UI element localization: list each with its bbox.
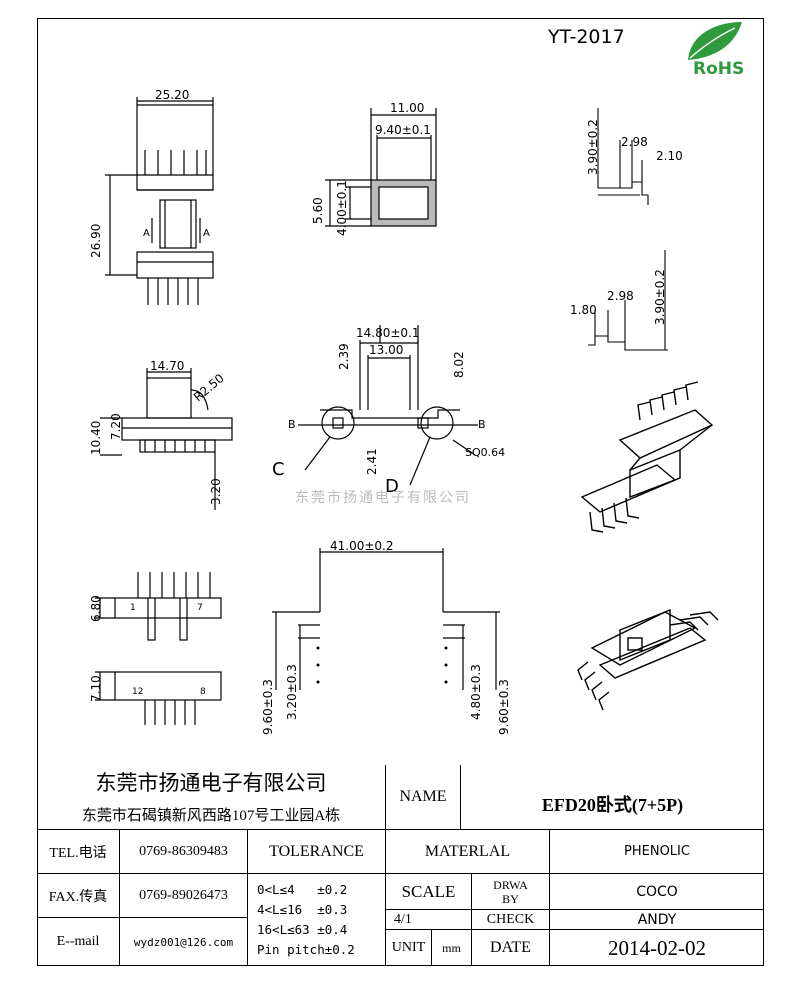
- title-block: 东莞市扬通电子有限公司 东莞市石碣镇新风西路107号工业园A栋 NAME EFD…: [37, 765, 764, 966]
- isometric-view-2: [577, 608, 719, 711]
- tolerance-row-1: 0<L≤4 ±0.2: [257, 882, 348, 897]
- dim-pcb-r2: 9.60±0.3: [497, 679, 511, 735]
- dim-mid-sq: SQ0.64: [465, 446, 505, 459]
- material-label: MATERLAL: [385, 829, 549, 873]
- label-b-left: B: [288, 418, 296, 431]
- email-value: wydz001@126.com: [119, 917, 247, 966]
- side-detail-1: [597, 108, 649, 205]
- pcb-holes: [316, 646, 448, 684]
- dim-pcb-l1: 9.60±0.3: [261, 679, 275, 735]
- dim-front-h1: 10.40: [89, 421, 103, 455]
- drawing-frame: [37, 18, 764, 966]
- check-value: ANDY: [549, 909, 764, 929]
- pin-1: 1: [130, 603, 136, 613]
- dim-mid-h1: 2.39: [337, 343, 351, 370]
- drawn-by-label: DRWA BY: [471, 873, 549, 909]
- unit-value: mm: [431, 929, 471, 966]
- dim-side2-w1: 1.80: [570, 303, 597, 317]
- dim-front-r: R2.50: [191, 371, 227, 404]
- dim-side-w1: 2.98: [621, 135, 648, 149]
- dim-front-w: 14.70: [150, 359, 184, 373]
- scale-label: SCALE: [385, 873, 471, 909]
- dim-pin-h2: 7.10: [89, 675, 103, 702]
- tolerance-table: 0<L≤4 ±0.2 4<L≤16 ±0.3 16<L≤63 ±0.4 Pin …: [247, 873, 385, 966]
- pcb-layout: [272, 548, 500, 690]
- name-value: EFD20卧式(7+5P): [460, 765, 764, 829]
- top-view: [105, 97, 214, 305]
- dim-mid-w2: 13.00: [369, 343, 403, 357]
- dim-box-outer: 11.00: [390, 101, 424, 115]
- email-label: E--mail: [37, 917, 119, 966]
- material-value: PHENOLIC: [549, 829, 764, 873]
- dim-box-inner: 9.40±0.1: [375, 123, 431, 137]
- date-label: DATE: [471, 929, 549, 966]
- dim-top-width: 25.20: [155, 88, 189, 102]
- pin-8: 8: [200, 687, 206, 697]
- section-a-left: A: [143, 228, 150, 239]
- name-label: NAME: [385, 765, 460, 829]
- tel-label: TEL.电话: [37, 829, 119, 873]
- model-code: YT-2017: [547, 26, 625, 48]
- drawn-label-1: DRWA: [493, 878, 528, 892]
- dim-side2-h: 3.90±0.2: [653, 269, 667, 325]
- tolerance-row-4: Pin pitch±0.2: [257, 942, 355, 957]
- dim-side-w2: 2.10: [656, 149, 683, 163]
- drawn-by-value: COCO: [549, 873, 764, 909]
- dim-top-height: 26.90: [89, 224, 103, 258]
- isometric-view-1: [580, 381, 714, 533]
- dim-box-h1: 5.60: [311, 197, 325, 224]
- dim-pcb-r1: 4.80±0.3: [469, 664, 483, 720]
- dim-front-h2: 7.20: [109, 413, 123, 440]
- scale-value: 4/1: [385, 909, 471, 929]
- label-d: D: [385, 476, 399, 497]
- technical-drawing: YT-2017 RoHS 25.20 26.90 A A: [89, 22, 744, 735]
- tel-value: 0769-86309483: [119, 829, 247, 873]
- check-label: CHECK: [471, 909, 549, 929]
- dim-pcb-l2: 3.20±0.3: [285, 664, 299, 720]
- dim-mid-h2: 8.02: [452, 351, 466, 378]
- dim-pcb-width: 41.00±0.2: [330, 539, 394, 553]
- dim-mid-w1: 14.80±0.1: [356, 326, 420, 340]
- dim-front-h3: 3.20: [209, 478, 223, 505]
- pin-view: [95, 572, 222, 725]
- company-address: 东莞市石碣镇新风西路107号工业园A栋: [81, 807, 341, 824]
- tolerance-row-2: 4<L≤16 ±0.3: [257, 902, 348, 917]
- dim-side-h: 3.90±0.2: [586, 119, 600, 175]
- unit-label: UNIT: [385, 929, 431, 966]
- rohs-label: RoHS: [693, 59, 744, 79]
- middle-section-view: [298, 325, 478, 486]
- drawn-label-2: BY: [502, 892, 519, 906]
- date-value: 2014-02-02: [549, 929, 764, 966]
- dim-pin-h1: 6.80: [89, 595, 103, 622]
- fax-value: 0769-89026473: [119, 873, 247, 917]
- dim-box-h2: 4.00±0.1: [335, 180, 349, 236]
- label-c: C: [272, 459, 285, 480]
- pin-12: 12: [132, 687, 143, 697]
- side-detail-2: [588, 250, 668, 351]
- company-name: 东莞市扬通电子有限公司: [95, 771, 327, 795]
- tolerance-row-3: 16<L≤63 ±0.4: [257, 922, 348, 937]
- section-view: [325, 108, 437, 227]
- rohs-logo: RoHS: [688, 22, 744, 79]
- fax-label: FAX.传真: [37, 873, 119, 917]
- label-b-right: B: [478, 418, 486, 431]
- tolerance-label: TOLERANCE: [247, 829, 385, 873]
- dim-mid-h3: 2.41: [365, 448, 379, 475]
- watermark: 东莞市扬通电子有限公司: [295, 489, 471, 506]
- section-a-right: A: [203, 228, 210, 239]
- dim-side2-w2: 2.98: [607, 289, 634, 303]
- pin-7: 7: [197, 603, 203, 613]
- front-view: [100, 368, 233, 510]
